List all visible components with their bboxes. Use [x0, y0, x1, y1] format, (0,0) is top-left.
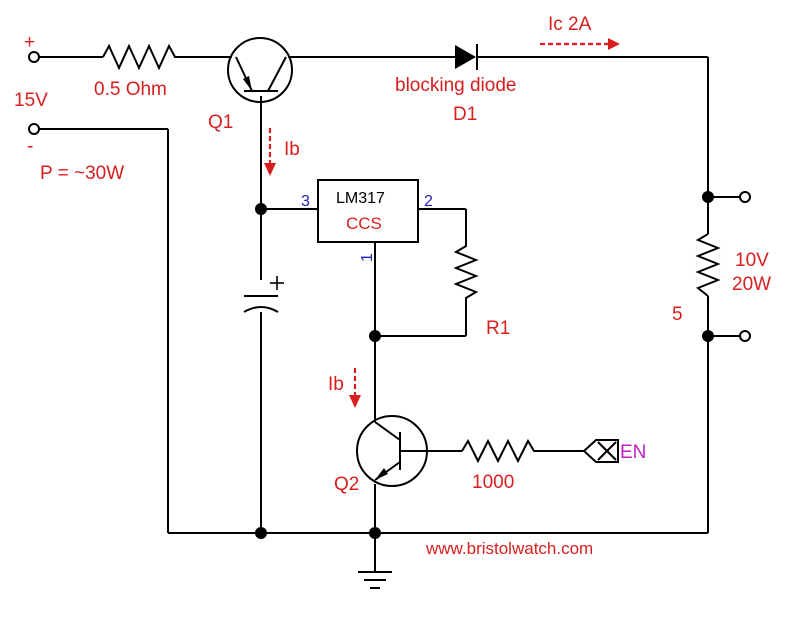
output-terminal-top [739, 191, 751, 203]
enable-label: EN [620, 442, 646, 463]
base-resistor [461, 438, 540, 464]
lm317-regulator [317, 179, 419, 243]
r1-resistor [453, 241, 479, 306]
pin1-label: 1 [359, 253, 376, 262]
pin2-label: 2 [424, 193, 433, 210]
ground-symbol [358, 571, 392, 589]
positive-terminal [28, 51, 40, 63]
base-current-label-1: Ib [284, 139, 300, 160]
q2-label: Q2 [334, 474, 359, 495]
supply-terminals [28, 51, 40, 135]
base-current-arrowhead-1 [264, 163, 276, 176]
lm317-part-label: LM317 [336, 190, 385, 207]
pin3-label: 3 [301, 193, 310, 210]
sense-resistor [102, 43, 180, 71]
website-credit: www.bristolwatch.com [425, 539, 593, 558]
r1-label: R1 [486, 318, 510, 339]
base-resistor-label: 1000 [472, 472, 514, 493]
load-power-label: 20W [732, 274, 771, 295]
diode-ref-label: D1 [453, 104, 477, 125]
negative-terminal [28, 123, 40, 135]
q2-transistor [356, 415, 428, 487]
sense-resistor-label: 0.5 Ohm [94, 79, 167, 100]
output-terminal-bottom [739, 330, 751, 342]
collector-current-label: Ic 2A [548, 14, 592, 35]
junction-dots [255, 191, 714, 539]
enable-terminal [582, 439, 619, 463]
blocking-diode [455, 44, 478, 70]
base-current-label-2: Ib [328, 374, 344, 395]
load-resistor [695, 233, 721, 297]
plus-label: + [24, 32, 35, 53]
power-label: P = ~30W [40, 163, 124, 184]
diode-name-label: blocking diode [395, 75, 516, 96]
supply-voltage-label: 15V [14, 90, 48, 111]
q1-label: Q1 [208, 112, 233, 133]
load-resistance-label: 5 [672, 304, 683, 325]
collector-current-arrowhead [608, 38, 620, 50]
capacitor [243, 276, 284, 313]
load-voltage-label: 10V [735, 250, 769, 271]
minus-label: - [27, 136, 33, 157]
q1-transistor [227, 37, 293, 103]
lm317-mode-label: CCS [346, 214, 382, 233]
base-current-arrowhead-2 [349, 395, 361, 408]
wires [38, 56, 740, 572]
